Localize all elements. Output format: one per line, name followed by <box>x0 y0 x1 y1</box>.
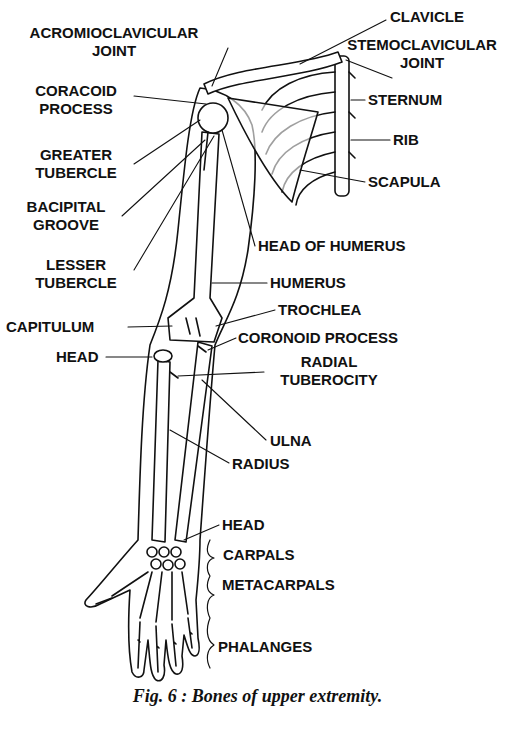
leader-line <box>222 130 255 246</box>
part-label: CORACOID PROCESS <box>20 82 132 118</box>
part-label: CORONOID PROCESS <box>238 329 398 347</box>
carpal-bone <box>147 547 157 557</box>
part-label: CAPITULUM <box>6 318 94 336</box>
part-label: ACROMIOCLAVICULAR JOINT <box>6 24 222 60</box>
radius-head <box>154 350 172 362</box>
leader-line <box>134 120 200 164</box>
leader-line <box>212 282 267 283</box>
humerus-bone <box>168 103 228 342</box>
part-label: GREATER TUBERCLE <box>20 146 132 182</box>
figure-caption: Fig. 6 : Bones of upper extremity. <box>0 686 515 707</box>
humerus-head <box>198 103 228 133</box>
leader-line <box>300 170 365 182</box>
part-label: LESSER TUBERCLE <box>20 256 132 292</box>
leader-lines <box>106 20 392 540</box>
leader-line <box>216 310 275 326</box>
carpal-bone <box>171 547 181 557</box>
metacarpal-bones <box>112 572 188 622</box>
sternum-bone <box>335 56 349 196</box>
scapula-bone <box>228 98 318 202</box>
bracket <box>207 540 214 668</box>
part-label: HEAD <box>222 516 265 534</box>
part-label: HEAD OF HUMERUS <box>258 237 406 255</box>
leader-line <box>122 140 205 216</box>
leader-line <box>208 338 236 350</box>
carpal-bone <box>175 559 185 569</box>
leader-line <box>106 356 152 357</box>
leader-line <box>128 326 172 327</box>
coronoid-mark <box>198 346 206 352</box>
tuberosity-mark <box>170 372 178 378</box>
leader-line <box>346 60 392 78</box>
part-label: HUMERUS <box>270 274 346 292</box>
radius-bone <box>152 360 170 542</box>
leader-line <box>134 136 214 270</box>
leader-line <box>170 430 229 463</box>
leader-line <box>212 48 228 86</box>
ulna-bone <box>175 342 212 542</box>
carpal-bone <box>151 559 161 569</box>
phalanx-bones <box>96 598 192 672</box>
part-label: RADIAL TUBEROCITY <box>266 353 392 389</box>
part-label: CLAVICLE <box>390 8 464 26</box>
hand-bones <box>96 547 192 672</box>
thorax <box>204 52 355 205</box>
humerus-shaft <box>168 132 222 342</box>
part-label: TROCHLEA <box>278 301 361 319</box>
bicipital-groove <box>186 132 208 336</box>
part-label: RADIUS <box>232 455 290 473</box>
part-label: RIB <box>393 131 419 149</box>
part-label: PHALANGES <box>218 638 312 656</box>
part-label: HEAD <box>56 348 99 366</box>
part-label: CARPALS <box>223 546 294 564</box>
part-label: STEMOCLAVICULAR JOINT <box>336 36 508 72</box>
leader-line <box>178 372 264 376</box>
part-label: STERNUM <box>368 91 442 109</box>
leader-line <box>202 380 266 440</box>
leader-line <box>134 96 206 104</box>
forearm-bones <box>152 342 212 542</box>
part-label: BACIPITAL GROOVE <box>12 198 120 234</box>
part-label: SCAPULA <box>368 173 441 191</box>
leader-line <box>351 99 365 100</box>
carpal-bone <box>163 560 173 570</box>
leader-line <box>184 525 219 540</box>
carpal-bone <box>159 547 169 557</box>
leader-line <box>351 139 390 140</box>
clavicle-bone <box>204 52 342 94</box>
part-label: METACARPALS <box>222 576 335 594</box>
part-label: ULNA <box>270 432 312 450</box>
